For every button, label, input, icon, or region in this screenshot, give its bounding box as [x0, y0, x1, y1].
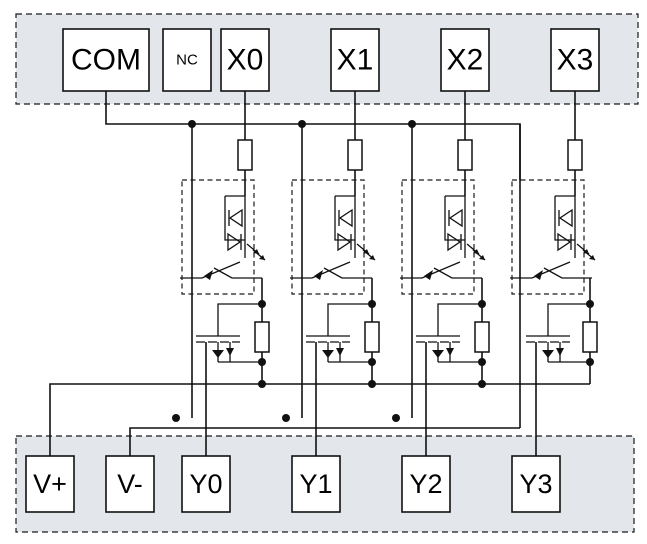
input-resistor-1 — [347, 139, 363, 171]
x1-terminal[interactable] — [330, 28, 380, 92]
input-resistor-0 — [237, 139, 253, 171]
y0-terminal[interactable] — [181, 455, 231, 513]
vplus-terminal[interactable] — [25, 455, 75, 513]
y2-terminal-label: Y2 — [409, 469, 442, 499]
x2-terminal-label: X2 — [447, 44, 484, 77]
vplus-terminal-label: V+ — [33, 469, 67, 499]
channel-3 — [510, 124, 598, 456]
vminus-terminal-label: V- — [117, 469, 143, 499]
y2-terminal[interactable] — [401, 455, 451, 513]
nc-terminal-label: NC — [176, 52, 198, 69]
output-resistor-2 — [474, 321, 490, 353]
y0-terminal-label: Y0 — [189, 469, 222, 499]
com-terminal[interactable] — [62, 28, 150, 92]
channel-2 — [400, 124, 490, 456]
y3-terminal[interactable] — [511, 455, 561, 513]
junction-dots — [172, 120, 594, 422]
x0-terminal-label: X0 — [227, 44, 264, 77]
output-resistor-1 — [364, 321, 380, 353]
channel-0 — [180, 124, 270, 456]
x3-terminal-label: X3 — [557, 44, 594, 77]
vplus-bus-wire — [49, 383, 590, 456]
optocoupler-box-3 — [511, 179, 585, 295]
vminus-terminal[interactable] — [105, 455, 155, 513]
x2-terminal[interactable] — [440, 28, 490, 92]
com-terminal-label: COM — [71, 44, 141, 77]
x1-terminal-label: X1 — [337, 44, 374, 77]
vminus-bus-wire — [129, 427, 520, 456]
input-resistor-3 — [567, 139, 583, 171]
input-resistor-2 — [457, 139, 473, 171]
com-bus-wire — [105, 91, 521, 428]
output-resistor-3 — [582, 321, 598, 353]
optocoupler-box-1 — [291, 179, 365, 295]
optocoupler-box-2 — [401, 179, 475, 295]
y1-terminal-label: Y1 — [299, 469, 332, 499]
nc-terminal[interactable] — [162, 28, 212, 92]
channel-1 — [290, 124, 380, 456]
output-resistor-0 — [254, 321, 270, 353]
y3-terminal-label: Y3 — [519, 469, 552, 499]
optocoupler-box-0 — [181, 179, 255, 295]
